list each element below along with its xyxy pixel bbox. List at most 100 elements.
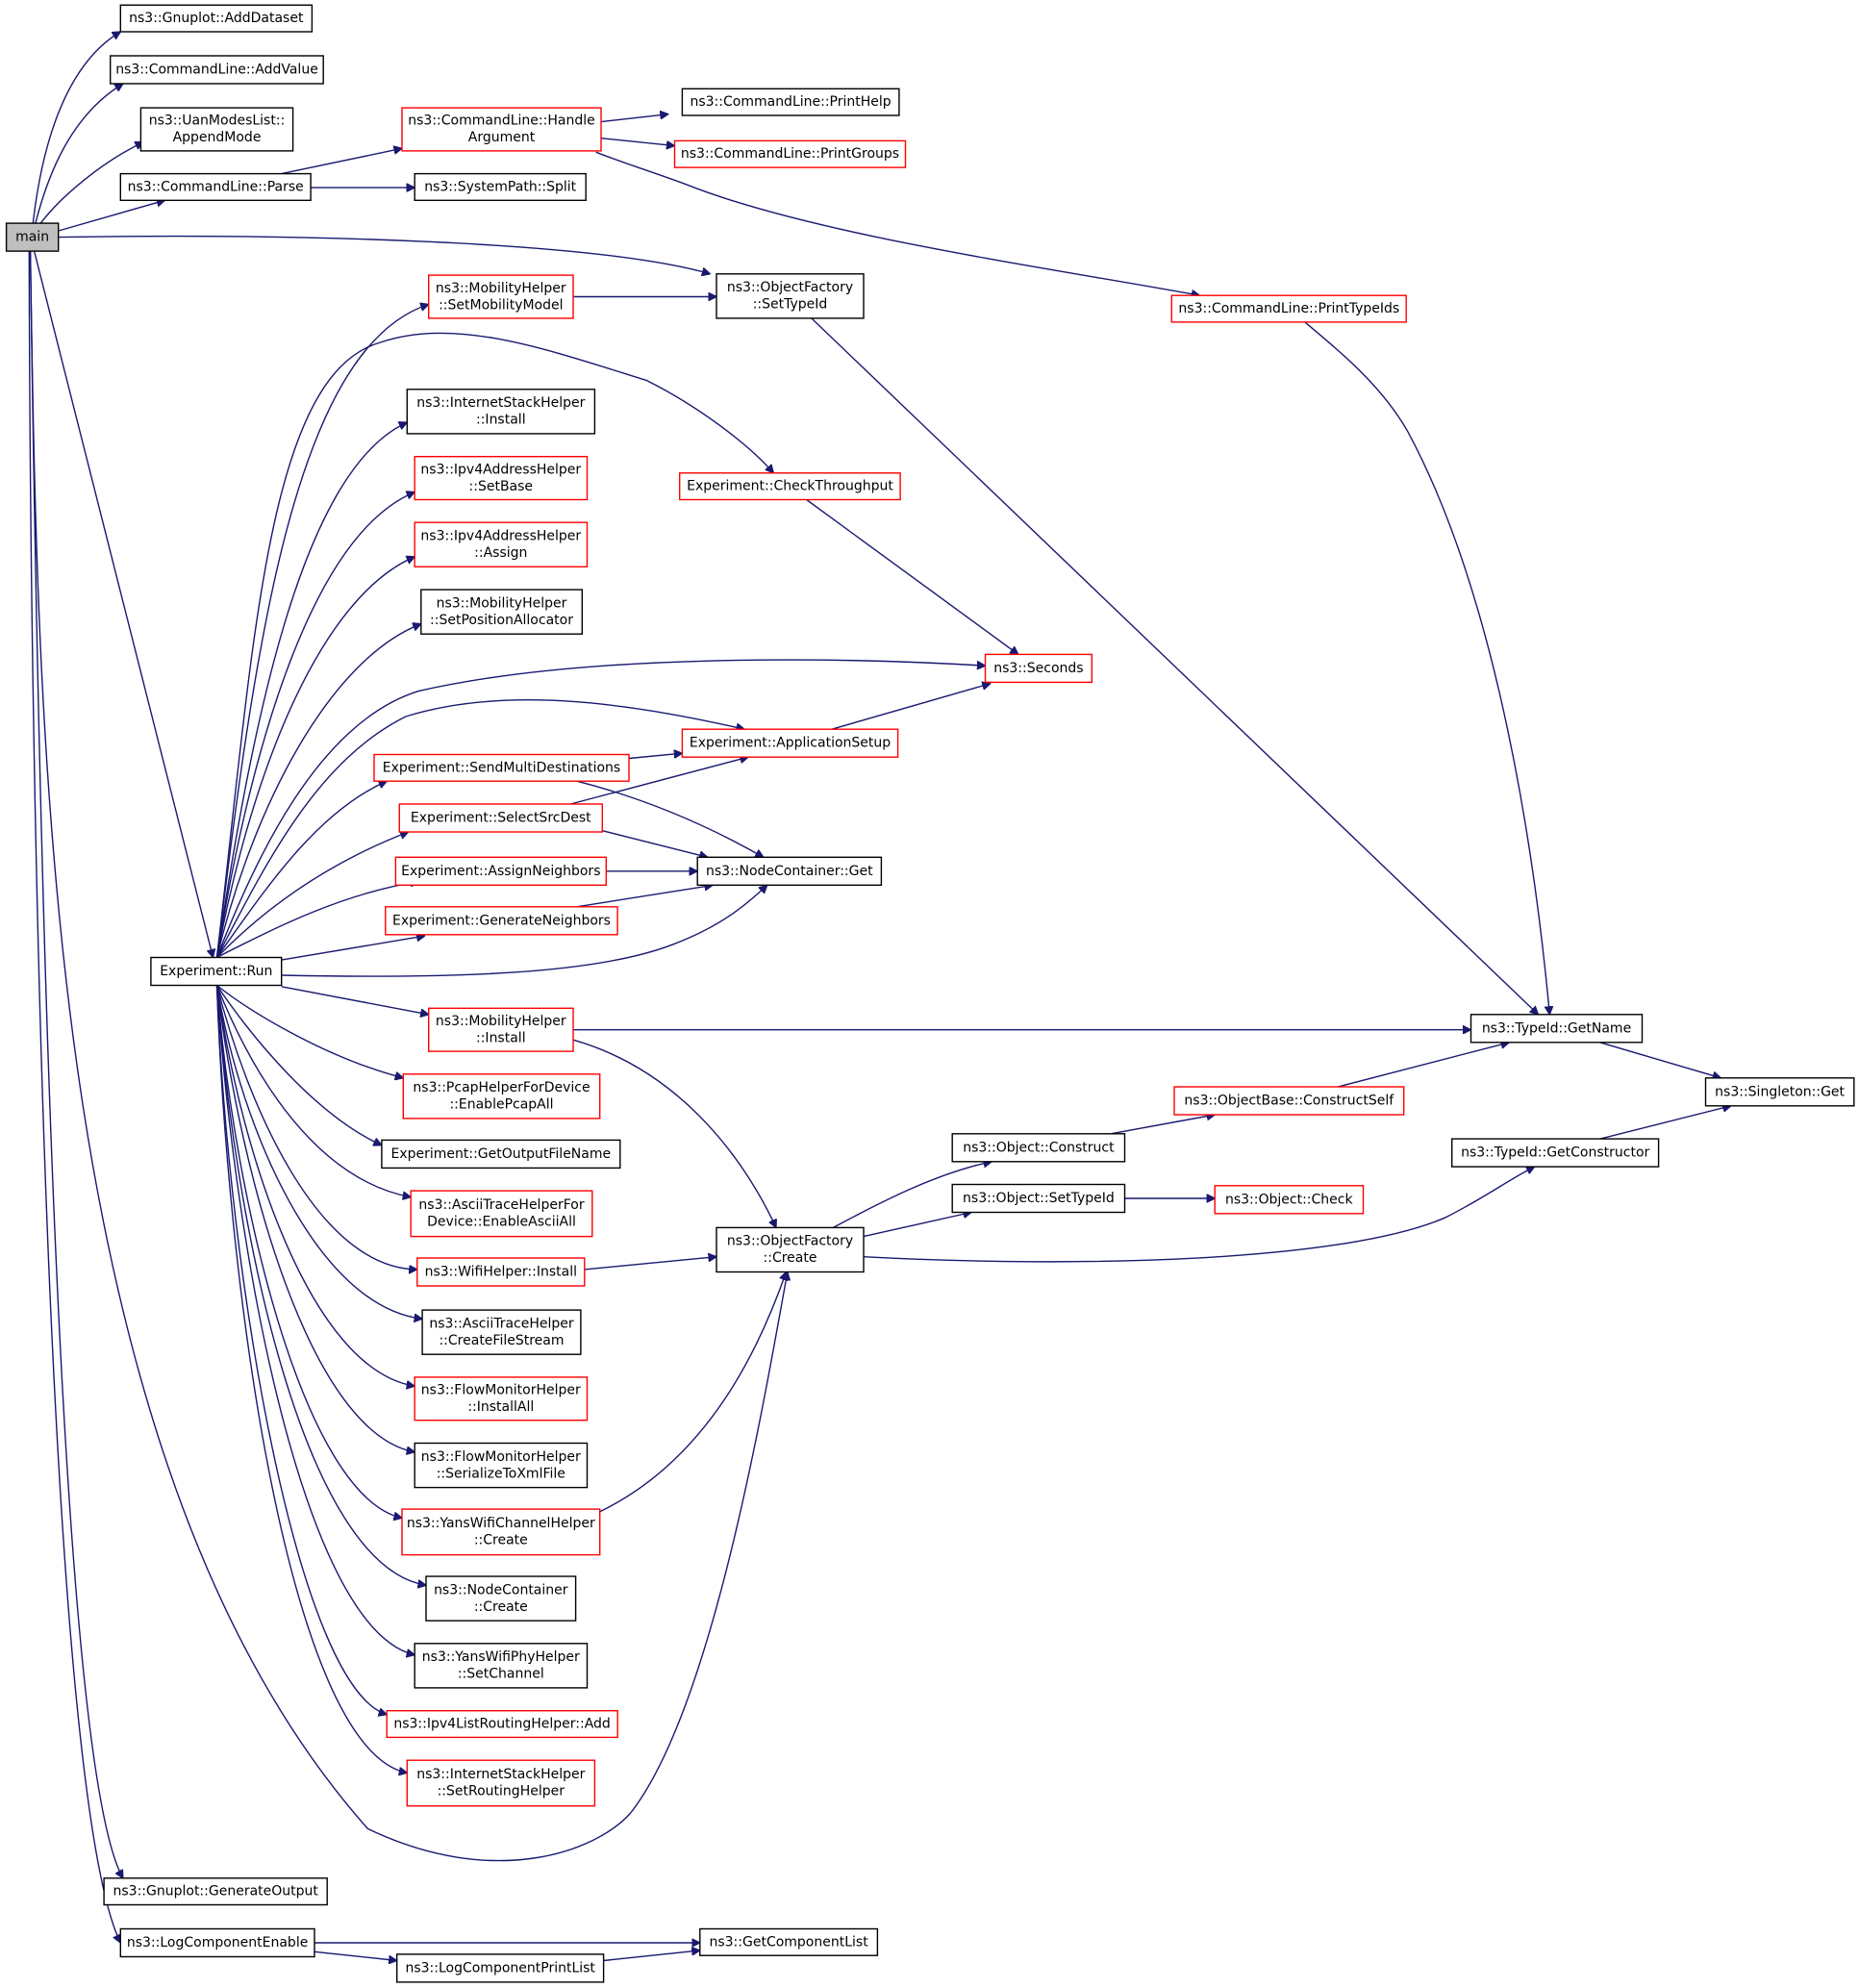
node-box[interactable] — [373, 753, 630, 782]
node-box[interactable] — [150, 956, 283, 987]
node-ipv4addresshelper-setbase[interactable]: ns3::Ipv4AddressHelper::SetBase — [414, 456, 589, 501]
node-box[interactable] — [681, 88, 900, 116]
node-box[interactable] — [421, 1309, 582, 1355]
node-box[interactable] — [414, 1442, 589, 1489]
node-box[interactable] — [139, 107, 294, 152]
node-object-settypeid[interactable]: ns3::Object::SetTypeId — [951, 1183, 1126, 1214]
node-objectfactory-create[interactable]: ns3::ObjectFactory::Create — [716, 1226, 865, 1273]
node-box[interactable] — [673, 139, 907, 168]
node-systempath-split[interactable]: ns3::SystemPath::Split — [414, 172, 587, 202]
node-box[interactable] — [681, 728, 899, 758]
node-objectbase-constructself[interactable]: ns3::ObjectBase::ConstructSelf — [1173, 1086, 1405, 1116]
node-gnuplot-adddataset[interactable]: ns3::Gnuplot::AddDataset — [119, 4, 314, 33]
node-experiment-assignneighbors[interactable]: Experiment::AssignNeighbors — [394, 856, 607, 886]
node-box[interactable] — [1170, 294, 1407, 323]
node-cmdline-printhelp[interactable]: ns3::CommandLine::PrintHelp — [681, 88, 900, 116]
node-box[interactable] — [119, 172, 312, 202]
node-flowmonitorhelper-installall[interactable]: ns3::FlowMonitorHelper::InstallAll — [414, 1376, 589, 1422]
node-logcomponentenable[interactable]: ns3::LogComponentEnable — [119, 1927, 315, 1958]
node-object-check[interactable]: ns3::Object::Check — [1214, 1185, 1365, 1215]
node-asciitracehelper-createfilestream[interactable]: ns3::AsciiTraceHelper::CreateFileStream — [421, 1309, 582, 1355]
node-box[interactable] — [381, 1139, 621, 1170]
node-box[interactable] — [1470, 1014, 1644, 1044]
node-experiment-run[interactable]: Experiment::Run — [150, 956, 283, 987]
node-box[interactable] — [109, 55, 324, 85]
node-experiment-generateneighbors[interactable]: Experiment::GenerateNeighbors — [385, 906, 618, 936]
node-logcomponentprintlist[interactable]: ns3::LogComponentPrintList — [396, 1953, 605, 1983]
node-box[interactable] — [951, 1133, 1126, 1163]
node-box[interactable] — [716, 1226, 865, 1273]
node-box[interactable] — [1214, 1185, 1365, 1215]
node-box[interactable] — [386, 1709, 618, 1739]
node-box[interactable] — [420, 589, 583, 635]
node-box[interactable] — [428, 1007, 574, 1052]
node-nodecontainer-create[interactable]: ns3::NodeContainer::Create — [425, 1575, 577, 1622]
node-object-construct[interactable]: ns3::Object::Construct — [951, 1133, 1126, 1163]
node-cmdline-printtypeids[interactable]: ns3::CommandLine::PrintTypeIds — [1170, 294, 1407, 323]
node-box[interactable] — [398, 803, 603, 833]
node-box[interactable] — [414, 172, 587, 202]
node-wifihelper-install[interactable]: ns3::WifiHelper::Install — [416, 1257, 586, 1287]
node-box[interactable] — [401, 107, 602, 152]
node-seconds[interactable]: ns3::Seconds — [984, 653, 1093, 684]
node-box[interactable] — [119, 1927, 315, 1958]
node-box[interactable] — [394, 856, 607, 886]
node-ipv4addresshelper-assign[interactable]: ns3::Ipv4AddressHelper::Assign — [414, 521, 589, 568]
node-box[interactable] — [984, 653, 1093, 684]
node-internetstackhelper-setroutinghelper[interactable]: ns3::InternetStackHelper::SetRoutingHelp… — [406, 1759, 596, 1807]
node-typeid-getconstructor[interactable]: ns3::TypeId::GetConstructor — [1450, 1138, 1660, 1168]
node-box[interactable] — [119, 4, 314, 33]
node-box[interactable] — [396, 1953, 605, 1983]
node-nodecontainer-get[interactable]: ns3::NodeContainer::Get — [696, 856, 883, 886]
node-uanmodeslist-appendmode[interactable]: ns3::UanModesList::AppendMode — [139, 107, 294, 152]
node-flowmonitorhelper-serializetoxmlfile[interactable]: ns3::FlowMonitorHelper::SerializeToXmlFi… — [414, 1442, 589, 1489]
node-experiment-sendmultidestinations[interactable]: Experiment::SendMultiDestinations — [373, 753, 630, 782]
node-ipv4listroutinghelper-add[interactable]: ns3::Ipv4ListRoutingHelper::Add — [386, 1709, 618, 1739]
node-box[interactable] — [414, 521, 589, 568]
node-box[interactable] — [416, 1257, 586, 1287]
node-mobilityhelper-install[interactable]: ns3::MobilityHelper::Install — [428, 1007, 574, 1052]
node-box[interactable] — [385, 906, 618, 936]
node-box[interactable] — [716, 273, 865, 319]
node-box[interactable] — [679, 472, 901, 501]
node-main[interactable]: main — [5, 222, 60, 252]
node-getcomponentlist[interactable]: ns3::GetComponentList — [699, 1927, 879, 1956]
node-box[interactable] — [402, 1073, 601, 1120]
node-box[interactable] — [414, 1376, 589, 1422]
node-box[interactable] — [410, 1190, 593, 1238]
node-internetstackhelper-install[interactable]: ns3::InternetStackHelper::Install — [406, 389, 596, 435]
node-box[interactable] — [103, 1877, 328, 1906]
node-box[interactable] — [1450, 1138, 1660, 1168]
node-yanswifiphyhelper-setchannel[interactable]: ns3::YansWifiPhyHelper::SetChannel — [414, 1643, 589, 1689]
node-box[interactable] — [401, 1508, 601, 1556]
node-box[interactable] — [414, 456, 589, 501]
node-cmdline-addvalue[interactable]: ns3::CommandLine::AddValue — [109, 55, 324, 85]
node-experiment-checkthroughput[interactable]: Experiment::CheckThroughput — [679, 472, 901, 501]
node-box[interactable] — [425, 1575, 577, 1622]
node-yanswifichannelhelper-create[interactable]: ns3::YansWifiChannelHelper::Create — [401, 1508, 601, 1556]
node-box[interactable] — [1704, 1077, 1855, 1107]
node-experiment-getoutputfilename[interactable]: Experiment::GetOutputFileName — [381, 1139, 621, 1170]
node-objectfactory-settypeid[interactable]: ns3::ObjectFactory::SetTypeId — [716, 273, 865, 319]
node-experiment-selectsrcdest[interactable]: Experiment::SelectSrcDest — [398, 803, 603, 833]
node-cmdline-parse[interactable]: ns3::CommandLine::Parse — [119, 172, 312, 202]
node-gnuplot-generateoutput[interactable]: ns3::Gnuplot::GenerateOutput — [103, 1877, 328, 1906]
node-box[interactable] — [5, 222, 60, 252]
node-asciitracehelperfordevice-enableasciiall[interactable]: ns3::AsciiTraceHelperForDevice::EnableAs… — [410, 1190, 593, 1238]
node-box[interactable] — [951, 1183, 1126, 1214]
node-box[interactable] — [414, 1643, 589, 1689]
node-pcaphelperfordevice-enablepcapall[interactable]: ns3::PcapHelperForDevice::EnablePcapAll — [402, 1073, 601, 1120]
node-box[interactable] — [1173, 1086, 1405, 1116]
node-cmdline-printgroups[interactable]: ns3::CommandLine::PrintGroups — [673, 139, 907, 168]
node-box[interactable] — [428, 274, 574, 319]
node-singleton-get[interactable]: ns3::Singleton::Get — [1704, 1077, 1855, 1107]
node-box[interactable] — [696, 856, 883, 886]
node-mobilityhelper-setmobilitymodel[interactable]: ns3::MobilityHelper::SetMobilityModel — [428, 274, 574, 319]
node-box[interactable] — [699, 1927, 879, 1956]
node-box[interactable] — [406, 389, 596, 435]
node-typeid-getname[interactable]: ns3::TypeId::GetName — [1470, 1014, 1644, 1044]
node-experiment-applicationsetup[interactable]: Experiment::ApplicationSetup — [681, 728, 899, 758]
node-box[interactable] — [406, 1759, 596, 1807]
node-mobilityhelper-setpositionallocator[interactable]: ns3::MobilityHelper::SetPositionAllocato… — [420, 589, 583, 635]
